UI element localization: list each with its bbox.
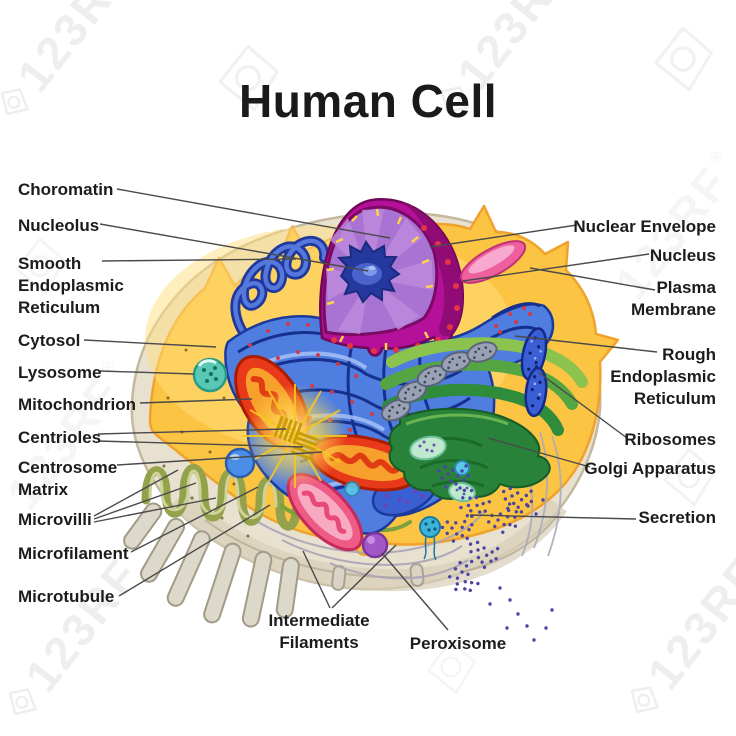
label-microvilli: Microvilli xyxy=(18,510,92,529)
leader-line-secretion xyxy=(469,514,637,520)
endosome xyxy=(224,447,256,479)
leader-line-microvilli-3 xyxy=(93,497,217,523)
microtubules xyxy=(123,502,300,628)
label-nucleus: Nucleus xyxy=(649,246,716,265)
page-title: Human Cell xyxy=(238,75,498,127)
leader-line-peroxisome xyxy=(381,552,449,631)
camera-logo-icon xyxy=(440,86,469,114)
lysosome xyxy=(192,357,228,393)
leader-line-mitochondrion xyxy=(139,398,253,404)
label-ribosomes: Ribosomes xyxy=(624,430,716,449)
camera-logo-icon xyxy=(654,26,713,92)
envelope-ticks xyxy=(326,208,434,350)
label-rough-endoplasmic-reticulum: Rough Endoplasmic Reticulum xyxy=(610,345,716,408)
leader-line-golgi-apparatus xyxy=(487,437,591,468)
label-centrioles: Centrioles xyxy=(18,428,102,447)
label-golgi-apparatus: Golgi Apparatus xyxy=(584,459,716,478)
camera-logo-icon xyxy=(218,44,279,112)
label-lysosome: Lysosome xyxy=(18,363,102,382)
camera-logo-icon xyxy=(426,639,477,695)
label-choromatin: Choromatin xyxy=(18,180,114,199)
ribosomes xyxy=(520,327,548,418)
leader-line-intermediate-2 xyxy=(331,544,397,609)
leader-line-choromatin xyxy=(116,188,391,239)
camera-logo-icon xyxy=(663,448,716,506)
centrosome-matrix xyxy=(243,384,347,488)
leader-line-cytosol xyxy=(83,339,217,348)
camera-logo-icon xyxy=(15,237,66,295)
watermark-123rf: 123RF® xyxy=(421,0,594,131)
label-smooth-endoplasmic-reticulum: Smooth Endoplasmic Reticulum xyxy=(18,254,124,317)
leader-line-nucleolus xyxy=(99,223,369,272)
cytosol-specks xyxy=(162,348,258,538)
label-secretion: Secretion xyxy=(638,508,716,527)
transport-vesicles xyxy=(344,435,476,503)
camera-logo-icon xyxy=(8,688,37,716)
secretory-vesicle xyxy=(459,240,527,284)
label-plasma-membrane: Plasma Membrane xyxy=(630,278,716,319)
label-cytosol: Cytosol xyxy=(18,331,81,350)
nuclear-pores xyxy=(331,225,460,354)
leader-line-nuclear-envelope xyxy=(429,224,578,248)
leader-line-intermediate-1 xyxy=(302,550,331,609)
label-nucleolus: Nucleolus xyxy=(18,216,100,235)
endocytic-vesicle xyxy=(419,516,441,561)
camera-logo-icon xyxy=(630,686,659,714)
label-peroxisome: Peroxisome xyxy=(409,634,507,653)
label-nuclear-envelope: Nuclear Envelope xyxy=(573,217,716,236)
nucleus xyxy=(319,198,465,357)
cytosol-squiggle xyxy=(268,211,294,233)
golgi-apparatus xyxy=(377,337,588,500)
watermark-123rf: 123RF® xyxy=(0,533,162,733)
label-intermediate-filaments: Intermediate Filaments xyxy=(268,611,370,652)
leader-line-microvilli-1 xyxy=(93,469,179,517)
leader-line-microfilament xyxy=(130,486,259,553)
leader-line-centrioles-1 xyxy=(97,428,287,435)
label-microfilament: Microfilament xyxy=(18,544,129,563)
leader-line-nucleus xyxy=(462,253,650,282)
leader-lines xyxy=(83,188,658,631)
peroxisome xyxy=(361,531,389,559)
label-mitochondrion: Mitochondrion xyxy=(18,395,137,414)
label-microtubule: Microtubule xyxy=(18,587,115,606)
nucleolus xyxy=(336,240,401,304)
leader-line-microtubule xyxy=(118,504,271,597)
watermark-123rf: 123RF® xyxy=(0,0,154,133)
leader-line-centrosome-matrix xyxy=(116,451,323,466)
label-centrosome-matrix: Centrosome Matrix xyxy=(18,458,118,499)
leader-line-ribosomes xyxy=(537,371,628,439)
leader-line-centrioles-2 xyxy=(97,440,304,448)
leader-line-microvilli-2 xyxy=(93,482,197,520)
leader-line-plasma-membrane xyxy=(529,267,656,291)
leader-line-lysosome xyxy=(99,370,195,375)
watermark-123rf: 123RF® xyxy=(611,531,736,731)
leader-line-smooth-er xyxy=(101,258,297,262)
leader-line-rough-er xyxy=(514,335,658,353)
camera-logo-icon xyxy=(0,88,29,116)
secretion xyxy=(437,464,554,642)
mitochondrion-3 xyxy=(286,472,364,552)
